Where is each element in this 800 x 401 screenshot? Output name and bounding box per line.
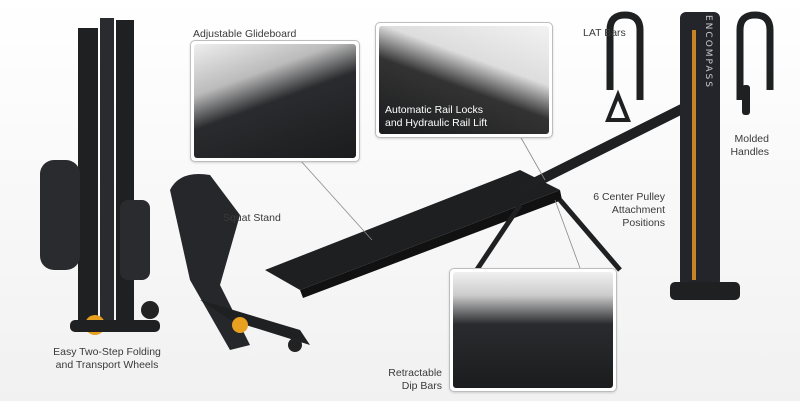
label-folding-line1: Easy Two-Step Folding [53, 346, 161, 358]
glideboard-detail-inset [190, 40, 360, 162]
label-folding-line2: and Transport Wheels [55, 359, 159, 371]
brand-text: ENCOMPASS [703, 15, 713, 89]
label-dip-bars-line2: Dip Bars [401, 380, 442, 392]
label-rail-locks-line1: Automatic Rail Locks [385, 104, 484, 116]
label-squat-stand: Squat Stand [223, 212, 281, 224]
label-molded-handles-line2: Handles [730, 146, 769, 158]
folded-machine [40, 18, 160, 335]
label-folding-wheels: Easy Two-Step Folding and Transport Whee… [47, 346, 167, 372]
label-pulley-line2: Attachment [611, 204, 665, 216]
label-lat-bars: LAT Bars [583, 27, 626, 39]
label-dip-bars-line1: Retractable [388, 367, 442, 379]
main-machine: ENCOMPASS [170, 11, 774, 352]
dip-bars-detail-inset [449, 268, 617, 392]
label-molded-handles: Molded Handles [730, 133, 769, 159]
label-rail-locks: Automatic Rail Locks and Hydraulic Rail … [385, 104, 487, 130]
leader-lines [299, 135, 581, 269]
label-pulley-line1: 6 Center Pulley [593, 191, 665, 203]
label-adjustable-glideboard: Adjustable Glideboard [193, 28, 297, 40]
label-dip-bars: Retractable Dip Bars [388, 367, 442, 393]
label-pulley-positions: 6 Center Pulley Attachment Positions [593, 191, 665, 230]
rail-locks-detail-inset [375, 22, 553, 138]
label-rail-locks-line2: and Hydraulic Rail Lift [385, 117, 488, 129]
label-molded-handles-line1: Molded [734, 133, 769, 145]
label-pulley-line3: Positions [622, 217, 665, 229]
